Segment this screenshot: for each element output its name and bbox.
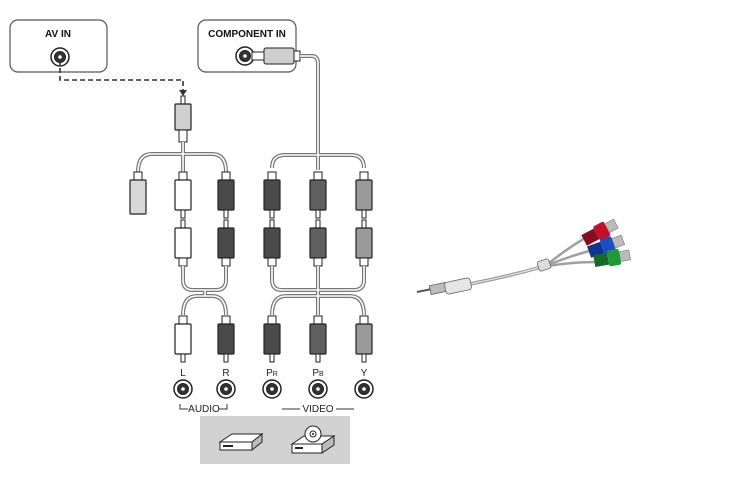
jack-label-r: R — [222, 368, 229, 379]
jack-row — [173, 379, 374, 399]
audio-r-jack-icon — [216, 379, 236, 399]
video-group-label: VIDEO — [302, 404, 333, 415]
devices-panel — [200, 416, 350, 464]
dvd-player-icon — [290, 425, 336, 454]
component-minijack-plug — [251, 47, 301, 65]
upper-white-plug — [174, 171, 192, 219]
video-y-jack-icon — [354, 379, 374, 399]
lower-plug-row — [174, 315, 373, 363]
audio-bracket — [179, 404, 228, 410]
arrow-down-icon — [179, 90, 187, 96]
jack-label-l: L — [180, 368, 186, 379]
component-in-jack-icon — [235, 46, 255, 66]
av-splitter-cable — [136, 142, 228, 175]
upper-y-plug — [355, 171, 373, 219]
upper-pr-plug — [263, 171, 281, 219]
av-in-panel: AV IN — [9, 19, 108, 73]
av-in-label: AV IN — [45, 29, 71, 40]
component-av-adapter-cable-icon — [416, 218, 631, 296]
jack-label-pr: PR — [266, 368, 278, 379]
video-pr-jack-icon — [262, 379, 282, 399]
video-pb-jack-icon — [308, 379, 328, 399]
middle-plug-row — [174, 219, 373, 267]
av-single-plug — [174, 95, 192, 143]
audio-group-label: AUDIO — [188, 404, 220, 415]
audio-l-jack-icon — [173, 379, 193, 399]
jack-label-y: Y — [361, 368, 368, 379]
upper-dark-plug — [217, 171, 235, 219]
set-top-box-icon — [218, 432, 264, 452]
av-in-dashed-link — [59, 60, 184, 92]
component-in-label: COMPONENT IN — [208, 29, 286, 40]
upper-plug-row — [129, 171, 373, 219]
jack-label-pb: PB — [312, 368, 324, 379]
upper-pb-plug — [309, 171, 327, 219]
